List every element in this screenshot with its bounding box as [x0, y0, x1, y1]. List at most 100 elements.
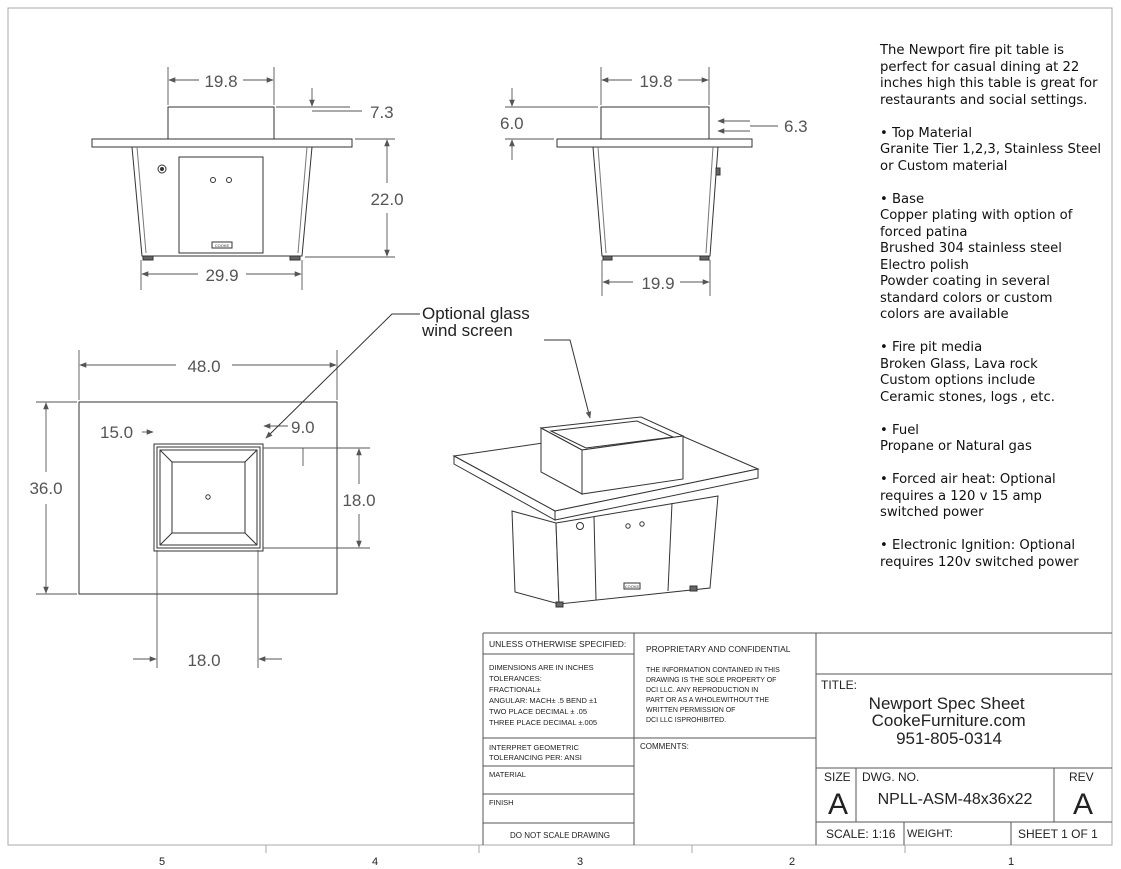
- front-windscreen: [167, 106, 275, 140]
- dim-side-top-height-left: 6.0: [500, 114, 524, 133]
- section-line: Custom options include: [880, 373, 1036, 388]
- section-line: or Custom material: [880, 158, 1008, 174]
- proprietary-heading: PROPRIETARY AND CONFIDENTIAL: [646, 644, 791, 654]
- section-line: Brushed 304 stainless steel: [880, 241, 1062, 256]
- side-tabletop: [556, 138, 753, 148]
- section-line: • Fire pit media: [880, 340, 983, 355]
- intro-line: inches high this table is great for: [880, 76, 1098, 91]
- dim-side-top-width: 19.8: [639, 72, 672, 91]
- zone-labels: 5 4 3 2 1: [159, 856, 1014, 868]
- scale-value: SCALE: 1:16: [826, 827, 896, 841]
- dim-front-top-height: 7.3: [370, 103, 394, 122]
- section-line: colors are available: [880, 307, 1009, 322]
- iso-windscreen-front: [581, 435, 684, 495]
- top-burner-inner: [171, 461, 246, 534]
- iso-badge: COOKE: [625, 584, 640, 589]
- section-line: • Electronic Ignition: Optional: [880, 538, 1076, 553]
- front-door: [178, 156, 264, 254]
- section-line: Ceramic stones, logs , etc.: [880, 389, 1055, 405]
- material-label: MATERIAL: [489, 770, 526, 779]
- dwg-label: DWG. NO.: [862, 770, 919, 784]
- zone-5: 5: [159, 856, 165, 868]
- rev-label: REV: [1069, 770, 1094, 784]
- side-base: [592, 146, 719, 257]
- section-line: switched power: [880, 505, 984, 520]
- side-dim-labels: 19.8 6.0 6.3 19.9: [500, 72, 808, 293]
- section-line: • Forced air heat: Optional: [880, 472, 1056, 487]
- title-block: [482, 632, 1112, 845]
- interpret-notes: INTERPRET GEOMETRIC TOLERANCING PER: ANS…: [489, 743, 582, 762]
- proprietary-notes: THE INFORMATION CONTAINED IN THIS DRAWIN…: [646, 667, 782, 724]
- sheet-number: SHEET 1 OF 1: [1018, 827, 1098, 841]
- front-dimensions: [140, 67, 395, 290]
- dim-front-base-width: 29.9: [205, 266, 238, 285]
- side-windscreen: [600, 106, 710, 140]
- section-line: Granite Tier 1,2,3, Stainless Steel: [880, 142, 1101, 157]
- unless-specified: UNLESS OTHERWISE SPECIFIED:: [489, 639, 626, 649]
- do-not-scale: DO NOT SCALE DRAWING: [510, 831, 610, 840]
- finish-label: FINISH: [489, 798, 514, 807]
- iso-base-front: [555, 495, 719, 605]
- tolerance-notes: DIMENSIONS ARE IN INCHES TOLERANCES: FRA…: [489, 663, 599, 727]
- section-line: Propane or Natural gas: [880, 439, 1032, 454]
- top-dim-labels: 48.0 36.0 15.0 9.0 18.0 18.0: [29, 357, 375, 670]
- section-line: • Base: [880, 191, 925, 207]
- dim-front-top-width: 19.8: [204, 72, 237, 91]
- zone-1: 1: [1008, 856, 1014, 868]
- section-electronic-ignition: • Electronic Ignition: Optional requires…: [880, 538, 1115, 571]
- size-value: A: [828, 788, 848, 821]
- windscreen-callout: Optional glass wind screen: [265, 304, 592, 439]
- front-view: COOKE: [91, 106, 353, 261]
- dim-top-offset-left: 15.0: [100, 423, 133, 442]
- rev-value: A: [1073, 788, 1093, 821]
- front-tabletop: [91, 138, 353, 148]
- dim-side-base-width: 19.9: [641, 274, 674, 293]
- intro-line: perfect for casual dining at 22: [880, 59, 1080, 75]
- dim-top-depth: 36.0: [29, 479, 62, 498]
- dwg-value: NPLL-ASM-48x36x22: [878, 791, 1033, 808]
- iso-base-left: [511, 510, 560, 605]
- product-description: The Newport fire pit table is perfect fo…: [880, 43, 1115, 588]
- section-line: Powder coating in several: [880, 274, 1050, 289]
- zone-4: 4: [372, 856, 378, 868]
- dim-top-offset-right: 9.0: [291, 418, 315, 437]
- dim-front-height: 22.0: [370, 190, 403, 209]
- top-burner-outer: [153, 443, 264, 552]
- front-badge: COOKE: [215, 243, 230, 248]
- section-line: Electro polish: [880, 257, 969, 273]
- top-tabletop: [78, 401, 338, 595]
- section-base: • Base Copper plating with option of for…: [880, 192, 1115, 324]
- ignition-knob-icon: [157, 164, 167, 174]
- callout-line-1: Optional glass: [422, 304, 530, 323]
- intro-line: The Newport fire pit table is: [880, 43, 1064, 58]
- section-line: • Top Material: [880, 125, 972, 141]
- callout-line-2: wind screen: [421, 321, 513, 340]
- isometric-view: COOKE: [452, 416, 760, 608]
- dim-side-top-height-right: 6.3: [784, 117, 808, 136]
- dim-top-width: 48.0: [187, 357, 220, 376]
- front-dim-labels: 19.8 7.3 22.0 29.9: [204, 72, 403, 285]
- dim-top-opening-depth: 18.0: [342, 491, 375, 510]
- title-label: TITLE:: [821, 678, 857, 692]
- weight-label: WEIGHT:: [907, 828, 953, 840]
- section-line: forced patina: [880, 224, 968, 240]
- section-top-material: • Top Material Granite Tier 1,2,3, Stain…: [880, 126, 1115, 176]
- zone-ruler: [265, 845, 906, 853]
- section-line: requires a 120 v 15 amp: [880, 488, 1042, 504]
- section-line: requires 120v switched power: [880, 554, 1079, 570]
- section-fuel: • Fuel Propane or Natural gas: [880, 423, 1115, 456]
- side-view: [556, 106, 753, 261]
- top-dimensions: [36, 350, 370, 668]
- front-feet: [142, 255, 154, 261]
- section-line: Broken Glass, Lava rock: [880, 356, 1038, 372]
- size-label: SIZE: [824, 770, 851, 784]
- zone-2: 2: [789, 856, 795, 868]
- section-line: • Fuel: [880, 422, 919, 438]
- dim-top-opening-width: 18.0: [187, 651, 220, 670]
- zone-3: 3: [577, 856, 583, 868]
- description-intro: The Newport fire pit table is perfect fo…: [880, 43, 1115, 109]
- title-text: Newport Spec Sheet CookeFurniture.com 95…: [869, 694, 1031, 748]
- section-line: Copper plating with option of: [880, 208, 1073, 223]
- sheet-border: [7, 7, 1113, 846]
